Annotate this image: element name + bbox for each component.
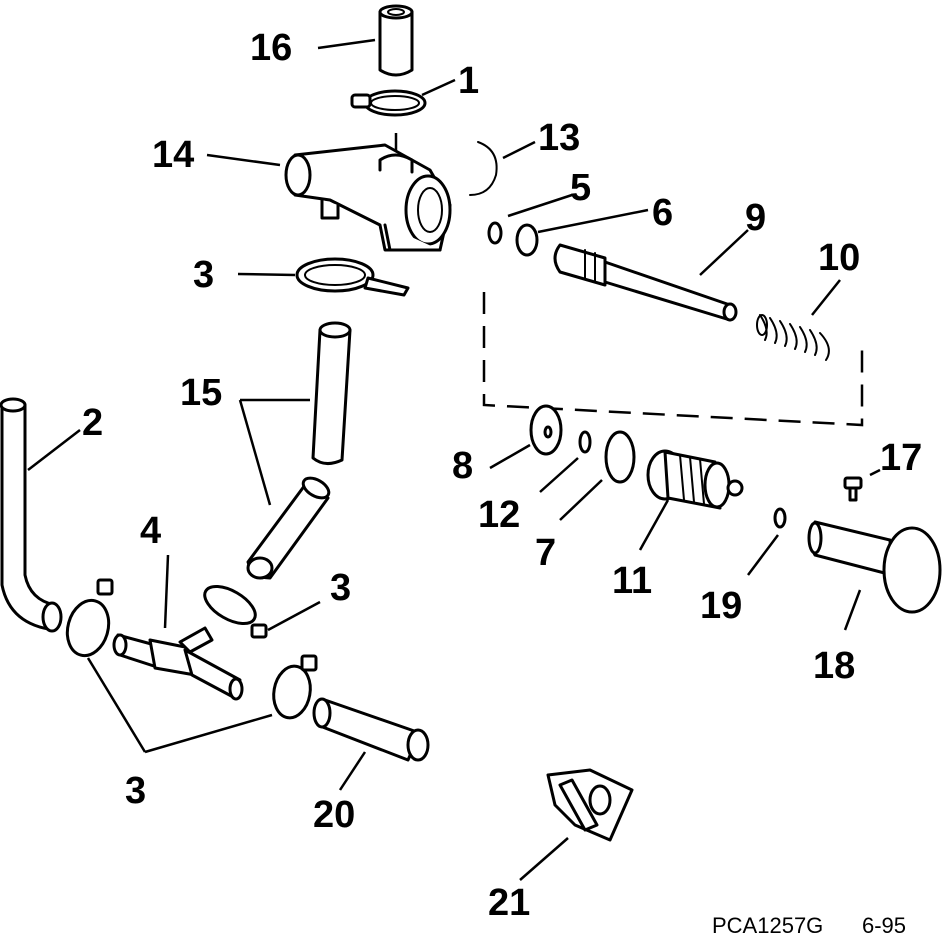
part-5-oring <box>487 221 503 245</box>
callout-3-upper: 3 <box>193 254 214 296</box>
callout-2: 2 <box>82 402 103 444</box>
callout-17: 17 <box>880 437 922 479</box>
part-16-hose <box>378 4 414 77</box>
callout-18: 18 <box>813 645 855 687</box>
part-10-spring <box>756 314 830 361</box>
part-4-tee <box>112 626 244 701</box>
figure-code: PCA1257G <box>712 913 823 938</box>
callout-11: 11 <box>612 560 652 602</box>
callout-12: 12 <box>478 494 520 536</box>
part-12-oring <box>578 430 592 454</box>
leader-lines <box>27 38 881 881</box>
part-21-bracket <box>546 768 634 842</box>
callout-13: 13 <box>538 117 580 159</box>
part-14-housing <box>284 133 452 252</box>
callout-5: 5 <box>570 167 591 209</box>
part-18-knob <box>807 520 942 614</box>
callout-4: 4 <box>140 510 161 552</box>
callout-1: 1 <box>458 60 479 102</box>
part-3-clamp-upper <box>295 257 410 297</box>
part-3-clamp-lower <box>272 654 318 720</box>
part-3-clamp-middle <box>203 584 268 639</box>
callout-14: 14 <box>152 134 194 176</box>
callout-6: 6 <box>652 192 673 234</box>
callout-3-lower: 3 <box>125 770 146 812</box>
part-1-clamp <box>350 89 427 117</box>
callout-16: 16 <box>250 27 292 69</box>
part-9-shaft <box>553 243 738 322</box>
figure-date: 6-95 <box>862 913 906 938</box>
callout-7: 7 <box>535 532 556 574</box>
part-6-oring <box>515 223 539 257</box>
dashed-group-outline <box>482 292 864 427</box>
callout-3-middle: 3 <box>330 567 351 609</box>
part-11-valve <box>646 449 744 510</box>
part-3-clamp-left <box>65 578 114 658</box>
callout-20: 20 <box>313 794 355 836</box>
callout-19: 19 <box>700 585 742 627</box>
callout-15: 15 <box>180 372 222 414</box>
callout-8: 8 <box>452 445 473 487</box>
part-13-clip <box>469 141 498 196</box>
part-19-oring <box>773 507 787 529</box>
callout-9: 9 <box>745 197 766 239</box>
part-7-oring <box>604 430 636 484</box>
callout-labels: 16 1 14 13 5 6 9 10 3 2 15 8 17 12 4 7 1… <box>82 27 922 924</box>
part-15-hose <box>246 321 352 580</box>
callout-21: 21 <box>488 882 530 924</box>
part-2-hose <box>0 397 63 633</box>
part-8-washer <box>529 404 563 456</box>
part-20-hose <box>312 697 430 762</box>
part-17-screw <box>843 476 863 502</box>
callout-10: 10 <box>818 237 860 279</box>
